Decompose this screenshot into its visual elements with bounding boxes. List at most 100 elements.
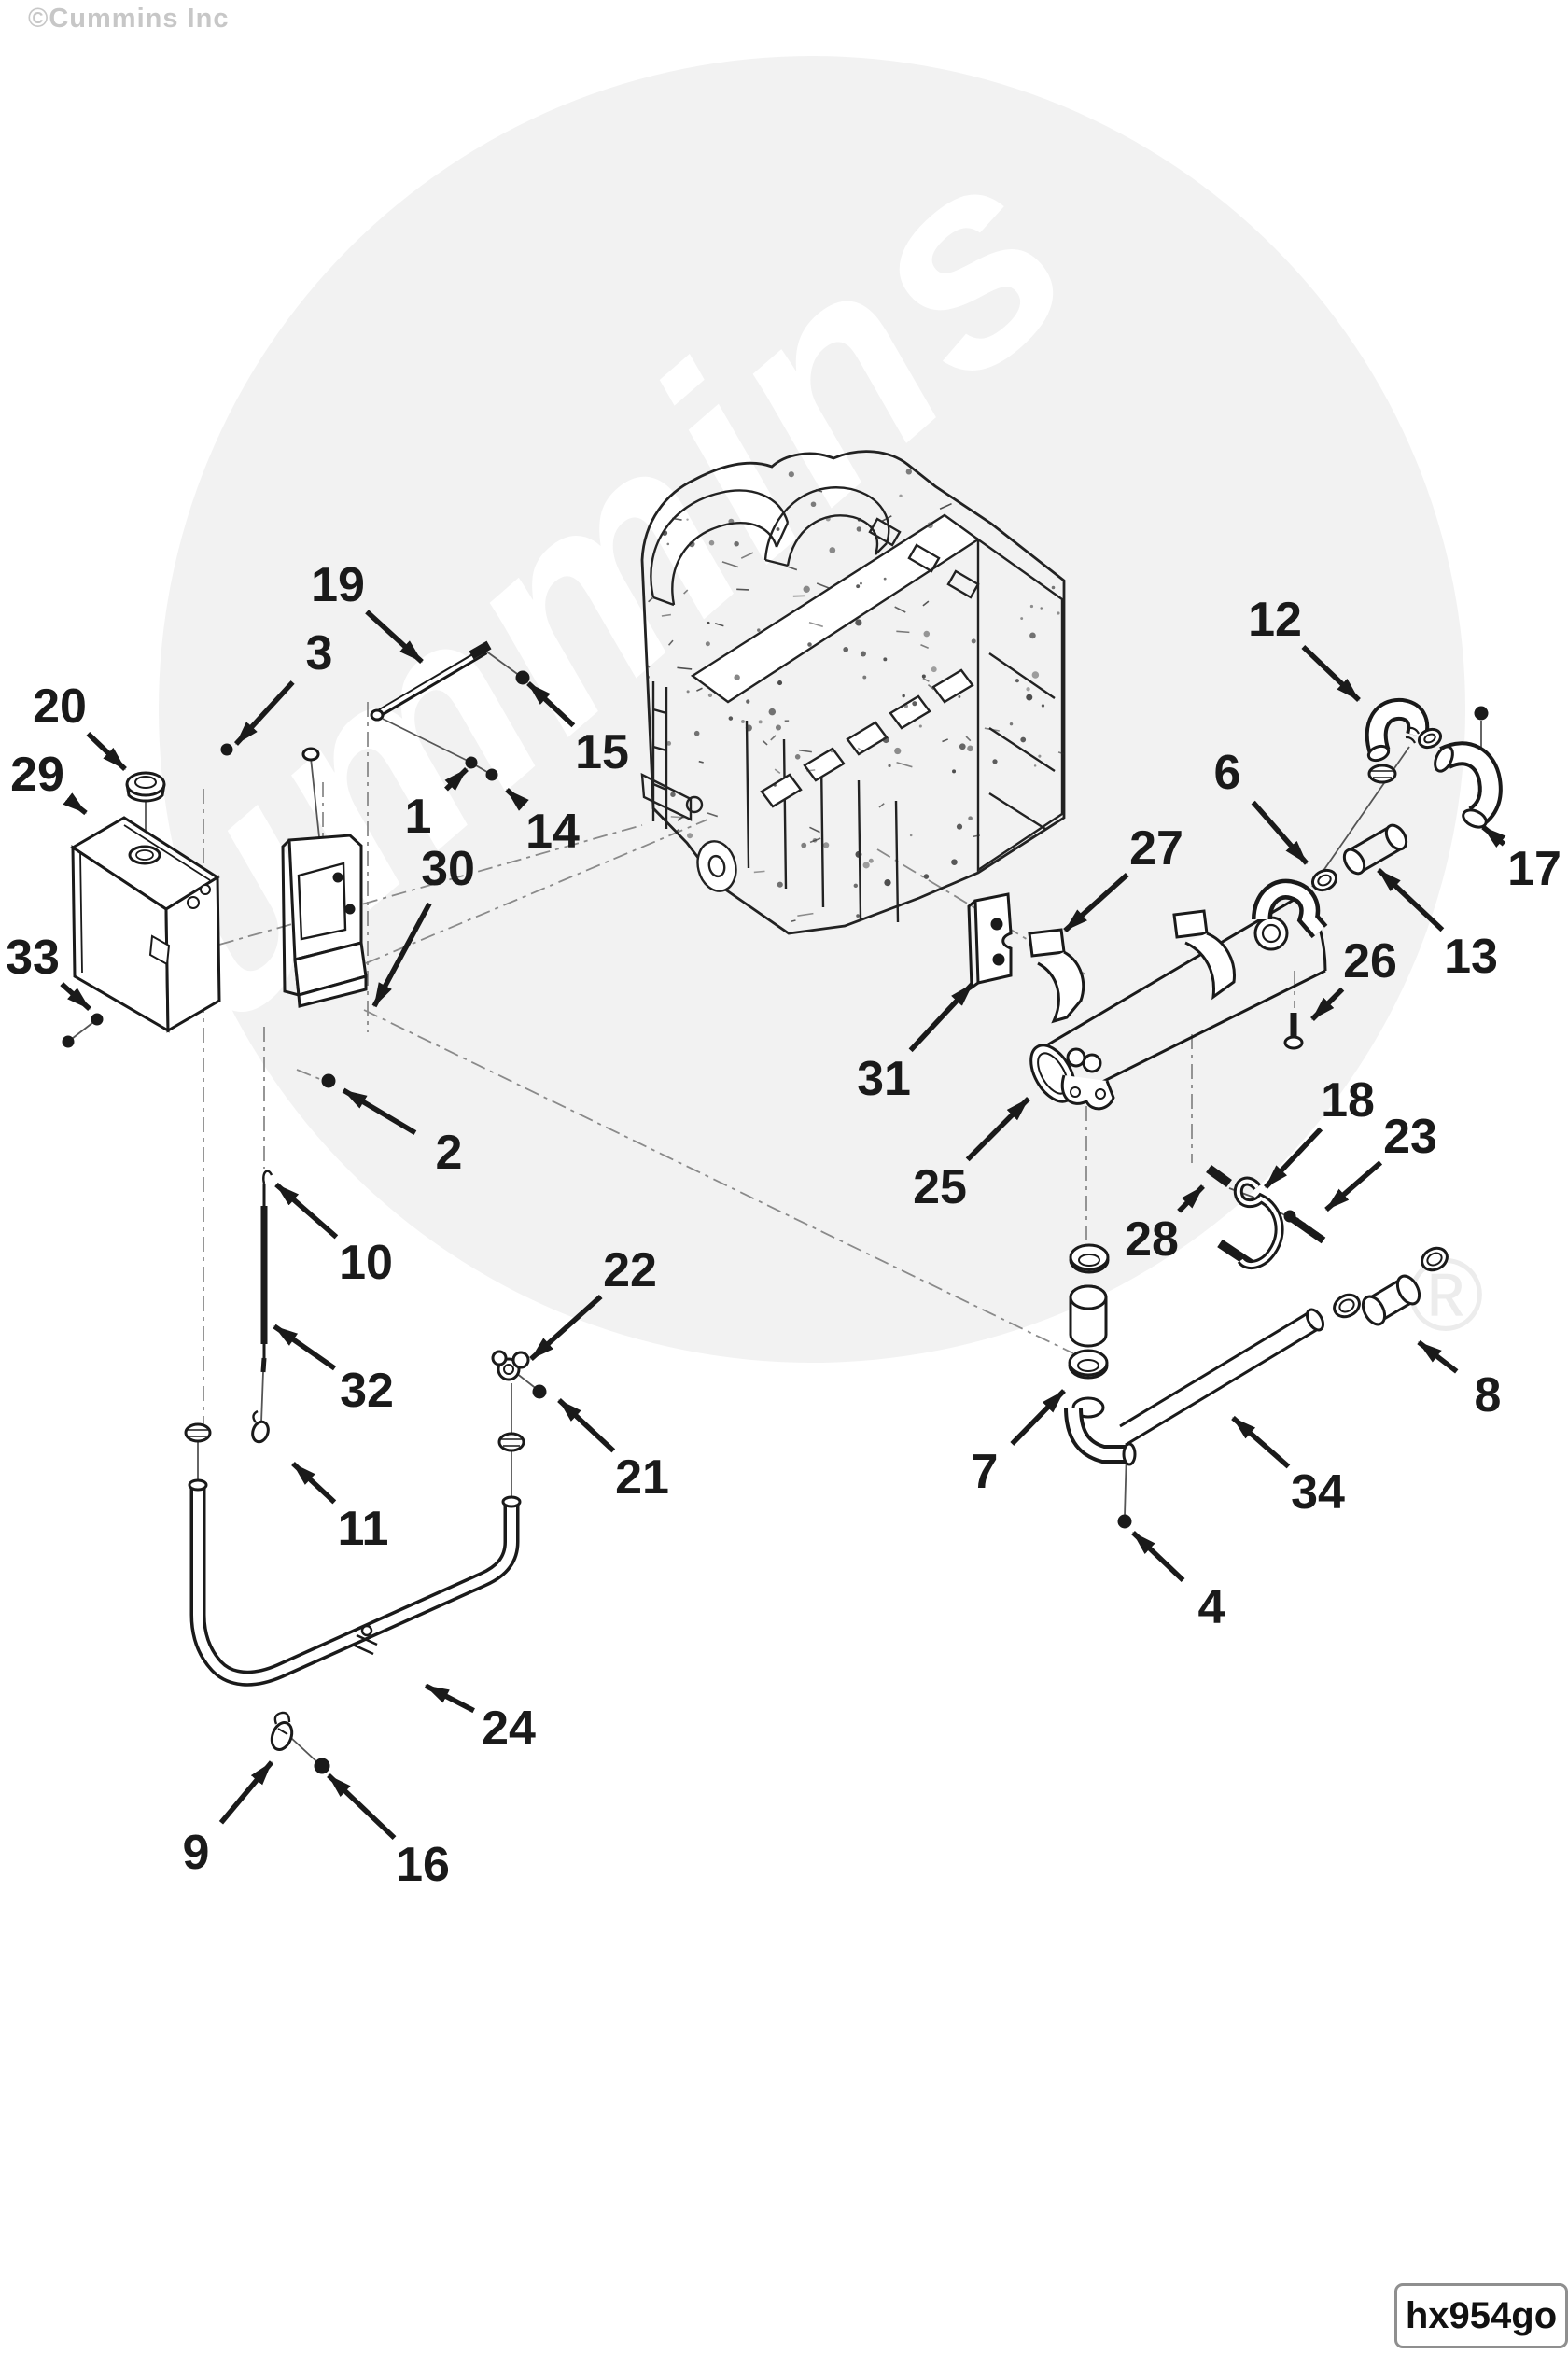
callout-number: 25 <box>913 1160 967 1214</box>
callout-18: 18 <box>1264 1073 1375 1189</box>
callout-number: 29 <box>10 748 64 802</box>
callout-arrow <box>1063 873 1129 933</box>
nut-right <box>497 1432 525 1452</box>
bolt-23 <box>1283 1210 1326 1244</box>
callout-26: 26 <box>1310 934 1397 1021</box>
callout-number: 6 <box>1214 746 1241 800</box>
hose-clamp <box>352 1633 378 1656</box>
callout-arrow <box>965 1097 1030 1162</box>
screw-26 <box>1283 1013 1304 1050</box>
screw-21 <box>532 1384 547 1399</box>
callout-number: 23 <box>1383 1110 1437 1164</box>
engine-assembly <box>640 450 1066 935</box>
callout-arrow <box>1377 867 1445 932</box>
callout-number: 2 <box>436 1126 463 1180</box>
callout-arrow <box>1131 1531 1185 1583</box>
ring-stack-7 <box>1068 1243 1110 1380</box>
callout-number: 31 <box>857 1052 911 1106</box>
hook-clamp-18 <box>1233 1176 1284 1270</box>
callout-arrow <box>1324 1160 1383 1212</box>
callout-31: 31 <box>857 982 975 1106</box>
screw-1 <box>465 756 478 769</box>
callout-4: 4 <box>1131 1531 1225 1634</box>
callout-arrow <box>233 680 295 746</box>
callout-number: 18 <box>1321 1073 1375 1128</box>
callout-number: 26 <box>1343 934 1397 988</box>
callout-28: 28 <box>1125 1184 1205 1267</box>
callout-arrow <box>274 1182 339 1240</box>
callout-arrow <box>1481 824 1506 848</box>
callout-1: 1 <box>405 767 469 844</box>
bolt-33a <box>91 1013 104 1026</box>
callout-number: 28 <box>1125 1212 1179 1267</box>
callout-19: 19 <box>311 558 424 665</box>
callout-number: 20 <box>33 680 87 734</box>
callout-number: 3 <box>306 626 333 680</box>
bolt-33b <box>62 1035 75 1048</box>
callout-arrow <box>557 1397 616 1453</box>
drain-hose <box>188 1478 522 1687</box>
callout-number: 11 <box>338 1502 389 1556</box>
copyright-text: ©Cummins Inc <box>28 4 230 34</box>
callout-number: 27 <box>1129 821 1183 876</box>
callout-27: 27 <box>1063 821 1183 933</box>
screw-2 <box>321 1073 336 1088</box>
tie-rod <box>370 640 492 722</box>
callout-34: 34 <box>1231 1415 1345 1520</box>
callout-arrow <box>424 1683 475 1714</box>
callout-arrow <box>1417 1339 1459 1374</box>
cummins-watermark: Cummins ® <box>0 56 1484 1363</box>
support-bracket-31 <box>967 892 1013 990</box>
mounting-bracket <box>281 834 368 1008</box>
callout-arrow <box>1310 987 1345 1021</box>
filler-cap <box>125 771 166 803</box>
callout-number: 7 <box>972 1445 999 1499</box>
callouts: 1234678910111213141516171819202122232425… <box>6 558 1561 1892</box>
callout-arrow <box>1177 1184 1205 1213</box>
callout-number: 10 <box>339 1236 393 1290</box>
saddle-clamp-mounted <box>1172 909 1236 1001</box>
callout-arrow <box>63 792 88 816</box>
callout-arrow <box>529 1294 603 1362</box>
callout-number: 24 <box>482 1702 536 1756</box>
figure-code: hx954go <box>1405 2294 1558 2336</box>
expansion-tank <box>70 816 221 1033</box>
callout-arrow <box>60 982 91 1012</box>
elbow-fitting-11 <box>251 1409 270 1444</box>
callout-arrow <box>371 902 432 1008</box>
callout-arrow <box>444 767 469 792</box>
callout-17: 17 <box>1481 824 1561 896</box>
callout-23: 23 <box>1324 1110 1437 1212</box>
callout-29: 29 <box>10 748 88 816</box>
callout-2: 2 <box>342 1087 463 1180</box>
callout-number: 34 <box>1291 1465 1345 1520</box>
screw-17 <box>1474 706 1489 721</box>
callout-number: 17 <box>1507 842 1561 896</box>
callout-arrow <box>1231 1415 1291 1469</box>
callout-14: 14 <box>505 787 580 859</box>
callout-number: 22 <box>603 1243 657 1297</box>
screw-14 <box>485 768 498 781</box>
callout-number: 30 <box>421 842 475 896</box>
callout-10: 10 <box>274 1182 393 1290</box>
screw-4 <box>1117 1514 1132 1529</box>
callout-7: 7 <box>972 1389 1066 1499</box>
figure-code-box: hx954go <box>1394 2283 1568 2348</box>
screw-15 <box>515 670 530 685</box>
callout-arrow <box>1264 1127 1323 1189</box>
callout-24: 24 <box>424 1683 536 1756</box>
callout-11: 11 <box>291 1461 389 1556</box>
screw-3 <box>220 743 233 756</box>
hose-elbow-17 <box>1434 741 1503 829</box>
callout-22: 22 <box>529 1243 657 1362</box>
watermark-disc <box>159 56 1465 1363</box>
callout-arrow <box>1301 645 1361 702</box>
callout-arrow <box>86 732 127 771</box>
elbow-fitting-9 <box>270 1711 294 1752</box>
transfer-tube-13 <box>1342 823 1408 876</box>
callout-12: 12 <box>1248 593 1361 702</box>
callout-number: 21 <box>615 1450 669 1505</box>
callout-33: 33 <box>6 931 91 1012</box>
